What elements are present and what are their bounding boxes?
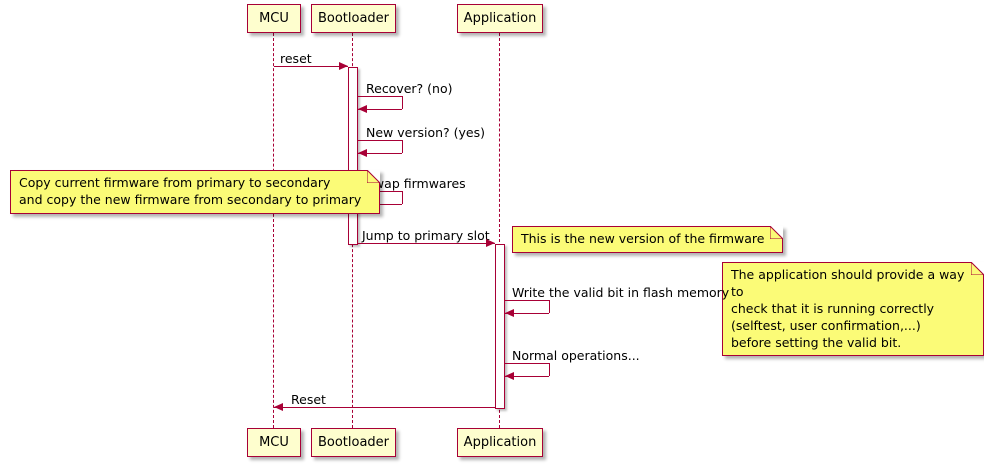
message-label-reset: reset [280,51,312,66]
arrow-line [358,96,402,97]
message-label-reset-return: Reset [291,392,326,407]
message-label-jump: Jump to primary slot [362,228,490,243]
participant-box-mcu-top: MCU [247,4,301,33]
arrow-line [358,140,402,141]
note-text: The application should provide a way to … [731,267,965,350]
message-label-write-valid-bit: Write the valid bit in flash memory [512,285,730,300]
note-new-firmware-version: This is the new version of the firmware [512,226,784,253]
message-label-new-version: New version? (yes) [366,125,485,140]
arrow-line [358,243,495,244]
arrowhead-right-icon [339,62,348,70]
arrow-line [402,96,403,109]
participant-label-mcu: MCU [259,435,289,450]
arrowhead-left-icon [358,149,367,157]
arrow-line [549,300,550,313]
participant-box-application-top: Application [457,4,543,33]
arrowhead-left-icon [358,105,367,113]
arrow-line [274,66,348,67]
note-copy-firmware: Copy current firmware from primary to se… [10,170,381,214]
participant-box-bootloader-bottom: Bootloader [311,428,396,457]
arrow-line [505,300,549,301]
arrowhead-left-icon [505,372,514,380]
activation-bar-bootloader [348,67,358,245]
lifeline-application [499,33,500,428]
arrowhead-right-icon [486,239,495,247]
arrowhead-left-icon [274,403,283,411]
note-fold-icon [770,226,784,239]
note-text: Copy current firmware from primary to se… [19,175,362,207]
note-text: This is the new version of the firmware [521,231,765,246]
message-label-normal-operations: Normal operations... [512,348,640,363]
arrow-line [402,191,403,204]
arrow-line [402,140,403,153]
arrowhead-left-icon [505,309,514,317]
arrow-line [358,153,402,154]
note-fold-icon [971,262,984,275]
arrow-line [274,407,495,408]
arrow-line [505,363,549,364]
participant-box-application-bottom: Application [457,428,543,457]
participant-label-bootloader: Bootloader [317,11,390,26]
participant-label-bootloader: Bootloader [317,435,390,450]
note-fold-icon [367,170,381,183]
note-valid-bit-check: The application should provide a way to … [722,262,984,357]
participant-label-application: Application [463,11,537,26]
participant-label-mcu: MCU [259,11,289,26]
message-label-recover: Recover? (no) [366,81,453,96]
participant-label-application: Application [463,435,537,450]
arrow-line [505,376,549,377]
message-label-swap: Swap firmwares [366,176,466,191]
activation-bar-application [495,244,505,409]
lifeline-mcu [273,33,274,428]
participant-box-mcu-bottom: MCU [247,428,301,457]
arrow-line [505,313,549,314]
participant-box-bootloader-top: Bootloader [311,4,396,33]
arrow-line [549,363,550,376]
arrow-line [358,109,402,110]
